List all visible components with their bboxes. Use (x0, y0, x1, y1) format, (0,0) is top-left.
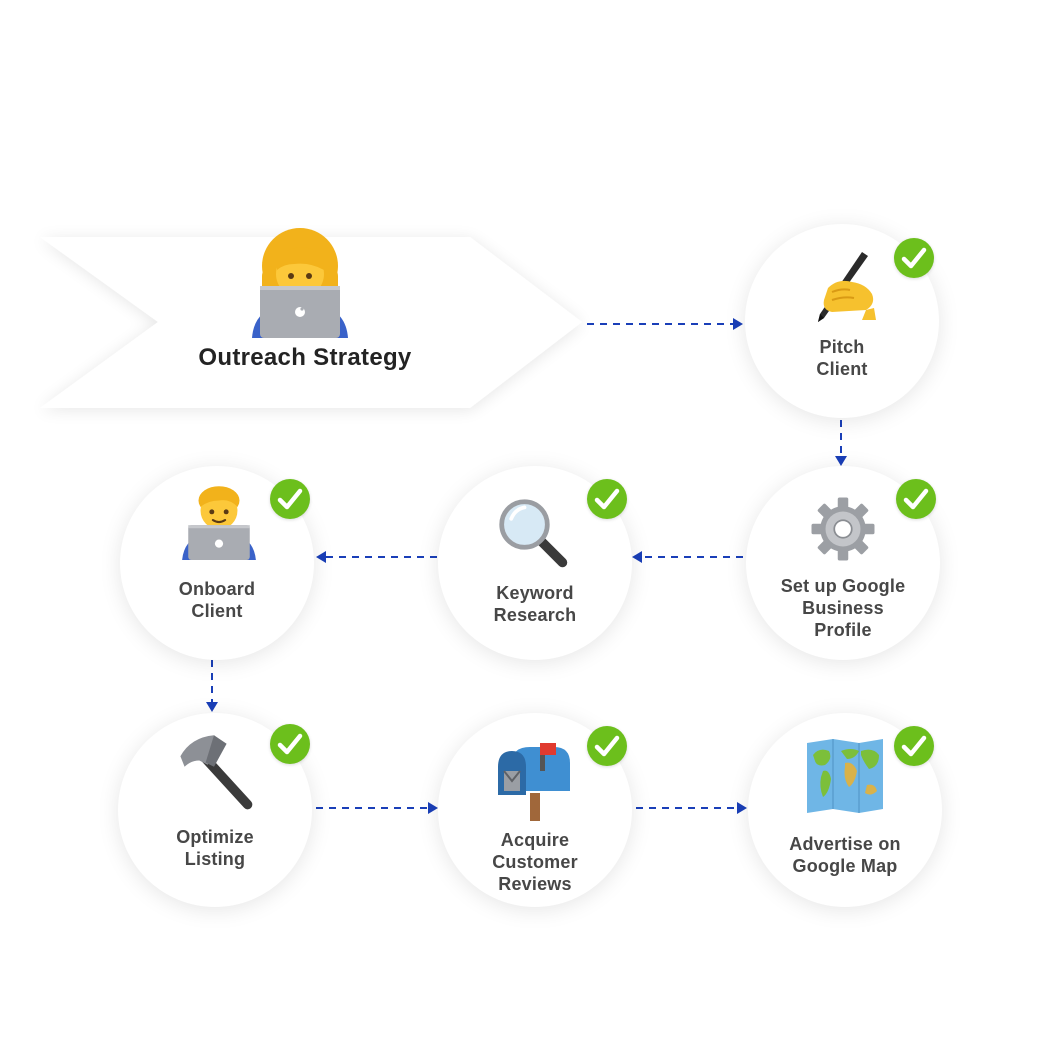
gear-icon (811, 497, 875, 561)
arrowhead (428, 802, 438, 814)
step-label: Advertise on Google Map (789, 834, 901, 876)
check-icon (270, 479, 310, 519)
hammer-icon (180, 735, 253, 810)
check-icon (587, 726, 627, 766)
check-icon (896, 479, 936, 519)
step-label: Acquire Customer Reviews (492, 830, 578, 894)
step-label: Onboard Client (178, 579, 256, 621)
arrowhead (206, 702, 218, 712)
check-icon (587, 479, 627, 519)
check-icon (894, 238, 934, 278)
arrowhead (737, 802, 747, 814)
arrowhead (632, 551, 642, 563)
step-google-business-profile: Set up Google Business Profile (746, 466, 940, 660)
step-advertise-google-map: Advertise on Google Map (748, 713, 942, 907)
writing-hand-icon (818, 252, 876, 322)
check-icon (894, 726, 934, 766)
arrowhead (835, 456, 847, 466)
step-label: Keyword Research (493, 583, 577, 625)
arrowhead (316, 551, 326, 563)
step-label: Set up Google Business Profile (780, 576, 906, 640)
mailbox-icon (498, 743, 570, 821)
magnifying-glass-icon (499, 499, 568, 568)
step-label: Optimize Listing (176, 827, 254, 869)
man-technologist-icon (182, 486, 256, 560)
world-map-icon (807, 739, 883, 813)
step-label: Pitch Client (816, 337, 868, 379)
arrowhead (733, 318, 743, 330)
woman-technologist-icon (252, 228, 348, 338)
start-title: Outreach Strategy (198, 344, 412, 371)
check-icon (270, 724, 310, 764)
